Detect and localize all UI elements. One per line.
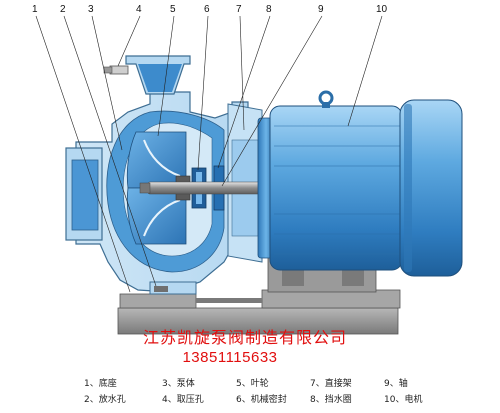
callout-1: 1 xyxy=(32,4,38,15)
callout-7: 7 xyxy=(236,4,242,15)
legend-item-10: 10、电机 xyxy=(384,395,423,405)
legend-item-6: 6、机械密封 xyxy=(236,395,287,405)
drain-hole xyxy=(154,286,168,292)
legend-item-2: 2、放水孔 xyxy=(84,395,126,405)
impeller xyxy=(126,131,191,245)
callout-2: 2 xyxy=(60,4,66,15)
legend-item-5: 5、叶轮 xyxy=(236,379,269,389)
shaft xyxy=(139,181,275,195)
legend-item-9: 9、轴 xyxy=(384,379,408,389)
callout-8: 8 xyxy=(266,4,272,15)
callout-9: 9 xyxy=(318,4,324,15)
legend-item-4: 4、取压孔 xyxy=(162,395,204,405)
base-foundation xyxy=(117,289,401,335)
legend-item-1: 1、底座 xyxy=(84,379,117,389)
discharge-outlet xyxy=(125,55,191,95)
legend-item-7: 7、直接架 xyxy=(310,379,352,389)
motor xyxy=(257,90,463,293)
legend-item-8: 8、挡水圈 xyxy=(310,395,352,405)
callout-3: 3 xyxy=(88,4,94,15)
pressure-tap xyxy=(103,65,129,75)
callout-5: 5 xyxy=(170,4,176,15)
callout-4: 4 xyxy=(136,4,142,15)
callout-10: 10 xyxy=(376,4,388,15)
legend-item-3: 3、泵体 xyxy=(162,379,195,389)
phone-number: 13851115633 xyxy=(182,349,278,366)
callout-leaders xyxy=(35,15,383,293)
callout-6: 6 xyxy=(204,4,210,15)
company-name: 江苏凯旋泵阀制造有限公司 xyxy=(142,328,347,347)
